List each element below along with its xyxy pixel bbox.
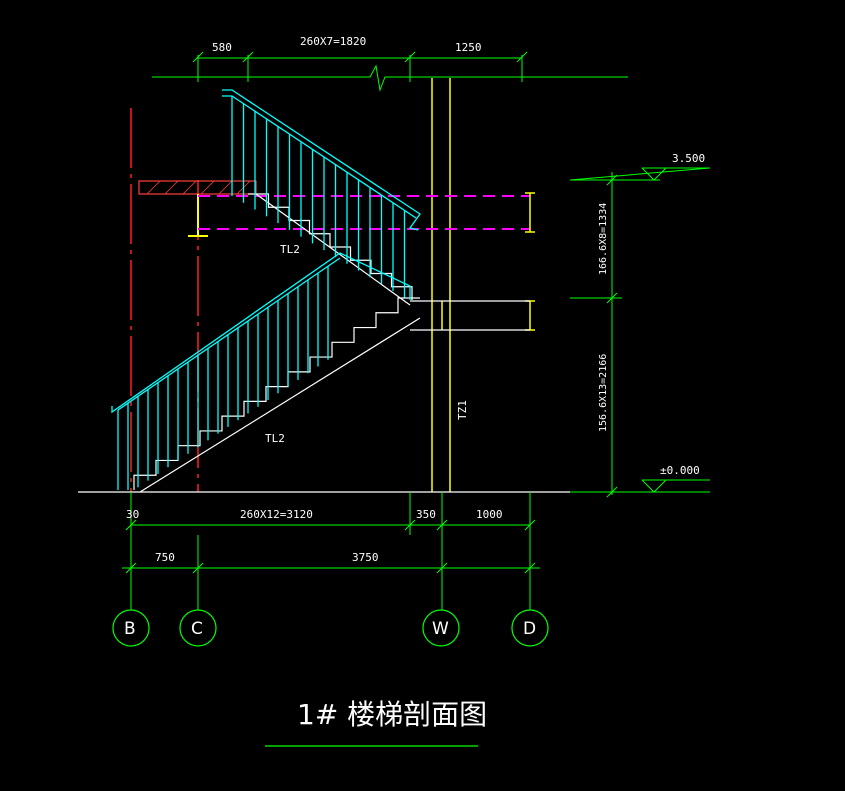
dim-vertical-lower: 156.6X13=2166	[598, 354, 609, 432]
axis-label-w: W	[432, 619, 449, 639]
vertical-dimension-line	[569, 167, 711, 498]
top-dimension-line	[152, 51, 628, 92]
upper-flight-steps	[248, 193, 413, 306]
dim-vertical-upper: 166.6X8=1334	[598, 203, 609, 275]
axis-bubble-b	[112, 609, 150, 647]
dim-axis-3750: 3750	[352, 551, 379, 564]
axis-dimension-line	[122, 535, 540, 610]
elevation-markers	[641, 167, 710, 493]
dim-bottom-run: 260X12=3120	[240, 508, 313, 521]
axis-bubbles	[112, 609, 549, 647]
landing-beam	[410, 300, 530, 331]
label-tz1: TZ1	[456, 400, 469, 420]
dim-bottom-30: 30	[126, 508, 139, 521]
bottom-dimension-line	[125, 492, 536, 535]
railing-lower	[111, 252, 411, 490]
axis-bubble-c	[179, 609, 217, 647]
drawing-title: 1# 楼梯剖面图	[297, 698, 487, 731]
dim-top-1250: 1250	[455, 41, 482, 54]
axis-bubble-d	[511, 609, 549, 647]
axis-label-d: D	[523, 619, 536, 639]
label-tl2-upper: TL2	[280, 243, 300, 256]
label-tl2-lower: TL2	[265, 432, 285, 445]
column-tz1	[431, 78, 451, 492]
lower-flight-steps	[133, 297, 421, 493]
axis-label-b: B	[124, 619, 136, 639]
elevation-top: 3.500	[672, 152, 705, 165]
axis-bubble-w	[422, 609, 460, 647]
dim-axis-750: 750	[155, 551, 175, 564]
dim-bottom-350: 350	[416, 508, 436, 521]
dashed-beams	[198, 195, 530, 230]
axis-label-c: C	[191, 619, 203, 639]
dim-bottom-1000: 1000	[476, 508, 503, 521]
elevation-ground: ±0.000	[660, 464, 700, 477]
beam-end-markers	[441, 192, 535, 331]
dim-top-run: 260X7=1820	[300, 35, 366, 48]
railing-upper	[222, 89, 421, 298]
dim-top-580: 580	[212, 41, 232, 54]
